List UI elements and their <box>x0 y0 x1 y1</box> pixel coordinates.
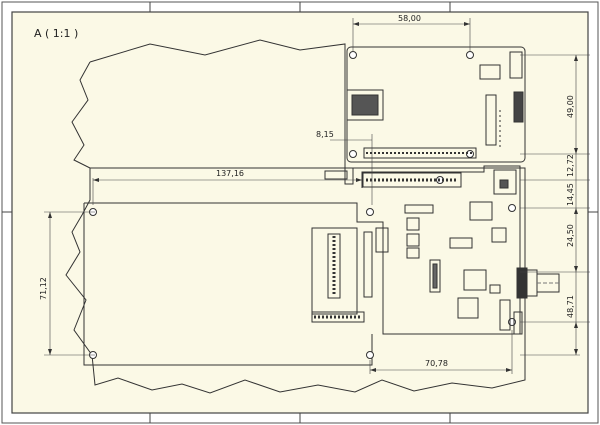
dim-right-24: 24,50 <box>566 224 575 247</box>
upper-board <box>346 46 526 163</box>
dim-right-12: 12,72 <box>566 154 575 177</box>
main-board <box>83 165 560 366</box>
dim-right-49: 49,00 <box>566 95 575 118</box>
dim-right-48: 48,71 <box>566 295 575 318</box>
dimension-lines <box>44 18 590 374</box>
upper-left-break <box>71 61 91 169</box>
inner-frame <box>11 11 589 414</box>
dim-right-14: 14,45 <box>566 183 575 206</box>
dim-left-height: 71,12 <box>39 277 48 300</box>
dim-hole-offset: 8,15 <box>316 130 334 139</box>
dim-top-width: 58,00 <box>398 14 421 23</box>
break-outline <box>65 39 526 394</box>
dim-bottom-width: 70,78 <box>425 359 448 368</box>
view-label: A ( 1:1 ) <box>34 27 78 40</box>
dimension-arrows <box>48 22 578 372</box>
dim-overall-width: 137,16 <box>216 169 244 178</box>
